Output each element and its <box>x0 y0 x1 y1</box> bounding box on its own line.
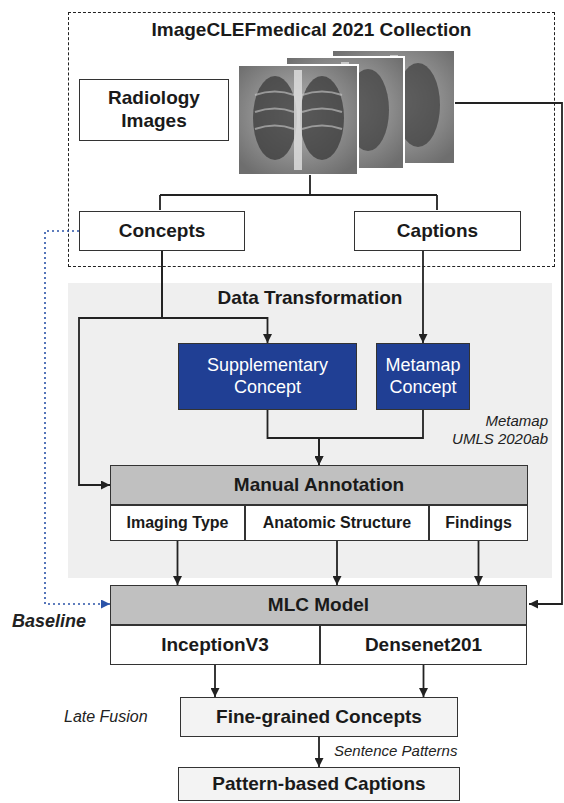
node-text: Manual Annotation <box>234 474 404 497</box>
model-cell: Densenet201 <box>320 625 527 665</box>
node-text: Concepts <box>119 220 206 243</box>
concept-box: Metamap Concept <box>376 343 470 410</box>
model-cell: InceptionV3 <box>110 625 320 665</box>
node-text: Densenet201 <box>365 634 482 657</box>
node-text: Metamap Concept <box>382 355 464 398</box>
node-text: Pattern-based Captions <box>212 773 425 796</box>
image-split-line <box>160 175 437 210</box>
xray-front <box>238 65 358 175</box>
node-text: ImageCLEFmedical 2021 Collection <box>69 13 554 42</box>
node-text: Captions <box>397 220 478 243</box>
node-text: Anatomic Structure <box>263 513 411 532</box>
process-box: Concepts <box>79 211 245 251</box>
node-text: Findings <box>445 513 512 532</box>
category-cell: Findings <box>429 505 528 541</box>
source-note: Metamap UMLS 2020ab <box>448 412 548 448</box>
node-text: Supplementary Concept <box>184 355 351 398</box>
flow-arrow <box>336 541 338 585</box>
flow-arrow <box>214 665 216 697</box>
baseline-label: Baseline <box>12 611 112 633</box>
flow-arrow <box>177 541 179 585</box>
flow-arrow <box>318 737 320 767</box>
header-box: Manual Annotation <box>110 465 528 505</box>
node-text: InceptionV3 <box>161 634 269 657</box>
category-cell: Anatomic Structure <box>245 505 429 541</box>
node-text: Imaging Type <box>127 513 229 532</box>
process-box: Radiology Images <box>79 79 229 141</box>
pattern-label: Sentence Patterns <box>334 742 484 760</box>
flow-arrow <box>422 251 424 343</box>
flow-arrow <box>478 541 480 585</box>
node-text: Data Transformation <box>68 283 552 310</box>
node-text: MLC Model <box>268 594 369 617</box>
output-box: Pattern-based Captions <box>178 767 460 801</box>
category-cell: Imaging Type <box>110 505 245 541</box>
flow-arrow <box>423 665 425 697</box>
fusion-label: Late Fusion <box>64 707 174 726</box>
output-box: Fine-grained Concepts <box>180 697 458 737</box>
process-box: Captions <box>354 211 521 251</box>
concept-box: Supplementary Concept <box>178 343 357 410</box>
node-text: Radiology Images <box>85 87 223 133</box>
node-text: Fine-grained Concepts <box>216 706 422 729</box>
header-box: MLC Model <box>110 585 527 625</box>
